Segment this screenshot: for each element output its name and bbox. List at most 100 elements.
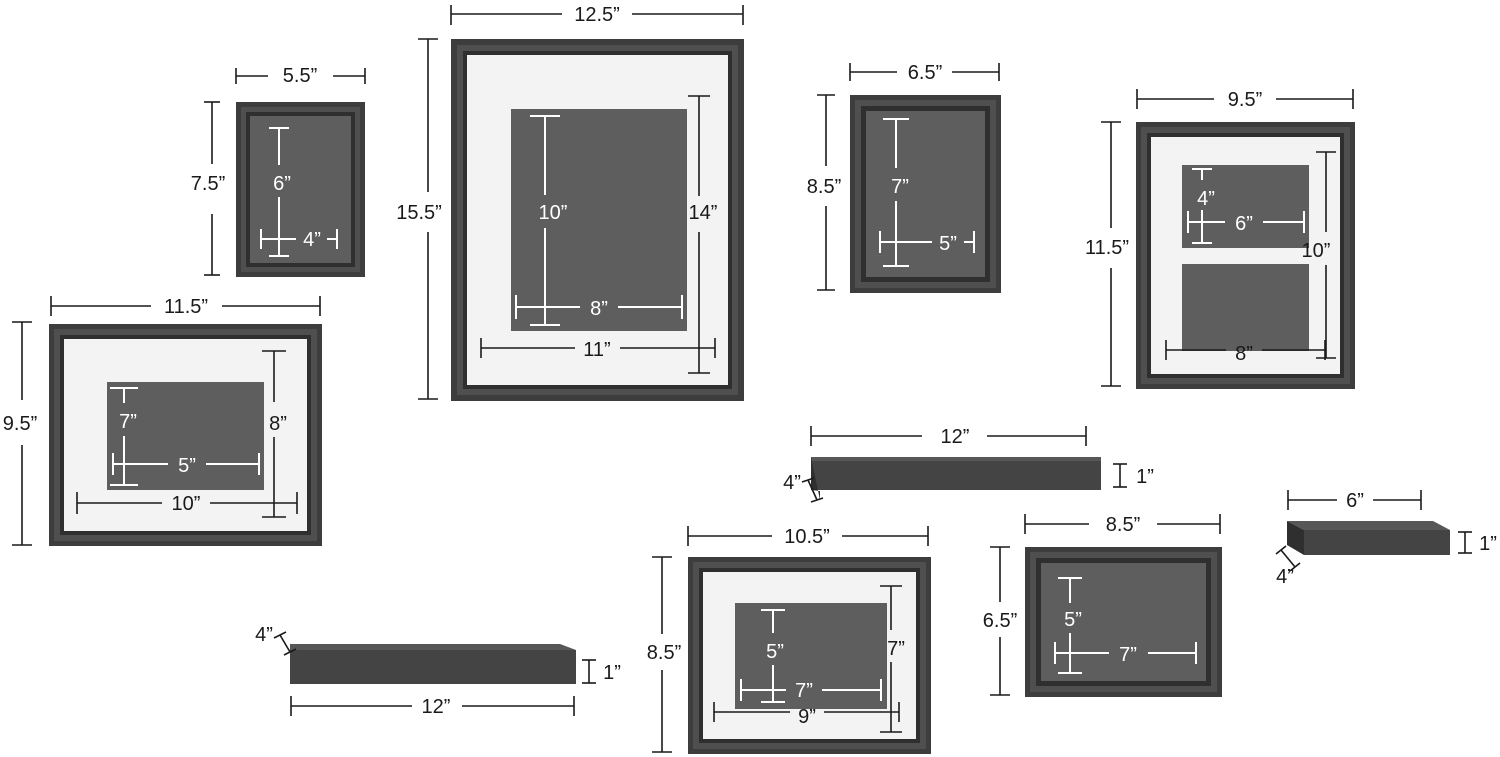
width-dimension: [450, 5, 744, 25]
mat-width-dimension: [76, 492, 298, 514]
length-label: 12”: [422, 696, 451, 718]
height-dimension: [418, 38, 438, 400]
mat-height-label: 10”: [1302, 240, 1331, 262]
photo-width-dimension: [1054, 642, 1197, 664]
height-dimension: [1101, 121, 1121, 387]
shelf-top-face: [1287, 521, 1450, 530]
height-label: 7.5”: [191, 173, 225, 195]
width-label: 9.5”: [1228, 89, 1262, 111]
photo-height-dimension: [110, 387, 138, 486]
photo-opening: [107, 382, 264, 490]
photo-opening: [511, 109, 687, 331]
shelf-side-face: [1287, 521, 1304, 555]
mat-width-label: 10”: [172, 493, 201, 515]
shelf-top-face: [811, 457, 1101, 461]
photo-width-dimension: [879, 231, 975, 253]
mat-height-label: 7”: [887, 638, 905, 660]
height-dimension: [652, 556, 672, 753]
frame-landscape-10x8: 10.5” 8.5” 5” 7” 7” 9”: [647, 526, 931, 754]
shelf-top-face: [290, 644, 576, 650]
length-dimension: [290, 696, 575, 716]
photo-height-dimension: [269, 127, 289, 257]
mat-height-dimension: [688, 95, 710, 374]
photo-height-label: 5”: [766, 641, 784, 663]
height-label: 1”: [1136, 466, 1154, 488]
photo-opening: [1041, 563, 1206, 681]
frame-6x8: 6.5” 8.5” 7” 5”: [807, 62, 1001, 293]
photo-height-label: 5”: [1064, 609, 1082, 631]
photo-height-dimension: [530, 115, 560, 326]
shelf-12-upper: 12” 1” 4”: [783, 426, 1154, 503]
height-label: 1”: [603, 662, 621, 684]
photo-height-dimension: [761, 609, 785, 703]
mat-height-label: 8”: [269, 413, 287, 435]
mat-height-dimension: [1316, 151, 1336, 359]
length-label: 6”: [1346, 490, 1364, 512]
width-label: 6.5”: [908, 62, 942, 84]
shelf-12-lower: 12” 1” 4”: [255, 624, 621, 718]
photo-opening-top: [1182, 165, 1309, 248]
width-dimension: [849, 63, 1000, 81]
depth-label: 4”: [255, 624, 273, 646]
mat-width-dimension: [713, 702, 900, 722]
height-dimension: [204, 101, 220, 276]
width-label: 5.5”: [283, 65, 317, 87]
photo-height-label: 4”: [1197, 188, 1215, 210]
length-label: 12”: [941, 426, 970, 448]
mat-width-label: 8”: [1235, 343, 1253, 365]
shelf-side-face: [811, 457, 820, 500]
photo-height-label: 6”: [273, 173, 291, 195]
photo-width-label: 5”: [178, 455, 196, 477]
frame-landscape-8x6: 8.5” 6.5” 5” 7”: [983, 514, 1222, 697]
height-dimension: [990, 546, 1010, 696]
photo-width-label: 5”: [939, 233, 957, 255]
frame-large-12x15: 12.5” 15.5” 10” 8” 14” 11”: [396, 4, 744, 401]
width-dimension: [235, 68, 366, 84]
width-label: 12.5”: [574, 4, 620, 26]
photo-width-label: 4”: [303, 229, 321, 251]
photo-width-dimension: [740, 679, 882, 701]
height-dimension: [1458, 531, 1472, 554]
width-dimension: [1024, 514, 1221, 534]
depth-dimension: [273, 631, 297, 656]
photo-height-label: 10”: [539, 202, 568, 224]
shelf-6: 6” 1” 4”: [1275, 490, 1497, 588]
frame-small-5x7: 5.5” 7.5” 6” 4”: [191, 65, 366, 277]
mat-width-label: 9”: [798, 706, 816, 728]
shelf-front-face: [290, 650, 576, 684]
photo-height-label: 7”: [119, 411, 137, 433]
depth-label: 4”: [1276, 566, 1294, 588]
mat-height-label: 14”: [689, 202, 718, 224]
height-dimension: [12, 321, 32, 546]
frame-double-9x11: 9.5” 11.5” 4” 6” 10” 8”: [1085, 89, 1355, 389]
mat-width-dimension: [480, 338, 716, 358]
photo-width-label: 7”: [795, 680, 813, 702]
width-dimension: [50, 296, 321, 316]
depth-dimension: [801, 477, 824, 503]
photo-opening: [250, 116, 351, 263]
shelf-front-face: [1304, 530, 1450, 555]
mat-width-dimension: [1165, 340, 1326, 360]
depth-dimension: [1275, 545, 1301, 572]
width-label: 11.5”: [164, 296, 208, 318]
width-label: 10.5”: [784, 526, 830, 548]
height-label: 1”: [1479, 533, 1497, 555]
height-dimension: [1113, 463, 1127, 488]
height-label: 8.5”: [807, 176, 841, 198]
photo-width-dimension: [515, 295, 683, 319]
photo-height-dimension: [883, 118, 909, 267]
width-dimension: [1136, 89, 1354, 109]
length-dimension: [1287, 490, 1422, 510]
photo-width-label: 6”: [1235, 213, 1253, 235]
height-label: 11.5”: [1085, 237, 1129, 259]
photo-width-label: 8”: [590, 298, 608, 320]
length-dimension: [810, 426, 1087, 446]
height-dimension: [817, 94, 835, 291]
photo-width-dimension: [260, 229, 338, 249]
photo-width-label: 7”: [1119, 644, 1137, 666]
photo-opening: [735, 603, 887, 709]
height-label: 6.5”: [983, 610, 1017, 632]
width-dimension: [687, 526, 929, 546]
mat-height-dimension: [880, 585, 902, 733]
